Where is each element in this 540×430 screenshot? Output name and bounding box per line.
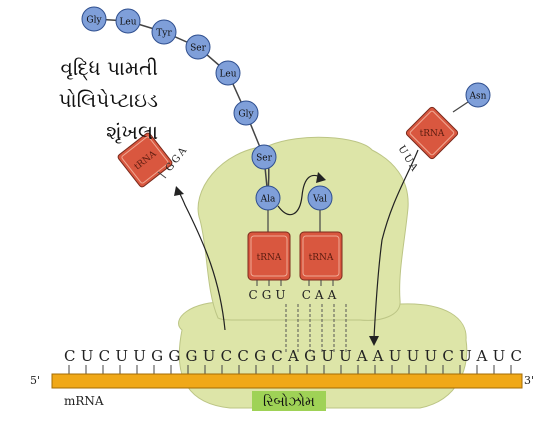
exit-arrowhead — [174, 186, 184, 196]
amino-acid-ser-2: Ser — [252, 145, 276, 169]
amino-acid-tyr: Tyr — [152, 20, 176, 44]
caption-line: શૃંખલા — [8, 116, 158, 148]
anticodon-incoming: UUA — [395, 144, 420, 175]
trna-incoming: tRNA Asn — [405, 83, 490, 160]
amino-acid-label: Gly — [86, 16, 102, 26]
amino-acid-gly-2: Gly — [234, 101, 258, 125]
amino-acid-label: Ser — [256, 154, 272, 164]
amino-acid-gly: Gly — [82, 7, 106, 31]
amino-acid-label: Asn — [469, 92, 487, 102]
three-prime-label: 3' — [524, 374, 534, 387]
amino-acid-label: Tyr — [156, 29, 172, 39]
amino-acid-leu: Leu — [116, 9, 140, 33]
mrna-strand — [52, 374, 522, 388]
amino-acid-label: Val — [312, 195, 327, 205]
mrna-label: mRNA — [64, 394, 104, 408]
growing-polypeptide-caption: વૃદ્ધિ પામતી પોલિપેપ્ટાઇડ શૃંખલા — [8, 52, 158, 148]
five-prime-label: 5' — [30, 374, 40, 387]
amino-acid-label: Ala — [260, 195, 276, 205]
amino-acid-val: Val — [308, 186, 332, 210]
ribosome-label: રિબોઝોમ — [263, 393, 315, 410]
trna-label: tRNA — [420, 129, 445, 139]
anticodon-a-site: CAA — [302, 288, 341, 302]
amino-acid-label: Ser — [190, 44, 206, 54]
trna-label: tRNA — [309, 253, 334, 263]
amino-acid-label: Leu — [119, 18, 136, 28]
trna-a-site: tRNA — [300, 232, 342, 280]
amino-acid-leu-2: Leu — [216, 61, 240, 85]
amino-acid-ala: Ala — [256, 186, 280, 210]
trna-label: tRNA — [257, 253, 282, 263]
mrna-sequence: CUCUUGGGUCCGCAGUUAAUUUCUAUC — [64, 347, 522, 365]
amino-acid-label: Gly — [238, 110, 254, 120]
trna-p-site: tRNA — [248, 232, 290, 280]
amino-acid-label: Leu — [219, 70, 236, 80]
anticodon-p-site: CGU — [249, 288, 290, 302]
amino-acid-ser: Ser — [186, 35, 210, 59]
caption-line: પોલિપેપ્ટાઇડ — [8, 84, 158, 116]
caption-line: વૃદ્ધિ પામતી — [8, 52, 158, 84]
